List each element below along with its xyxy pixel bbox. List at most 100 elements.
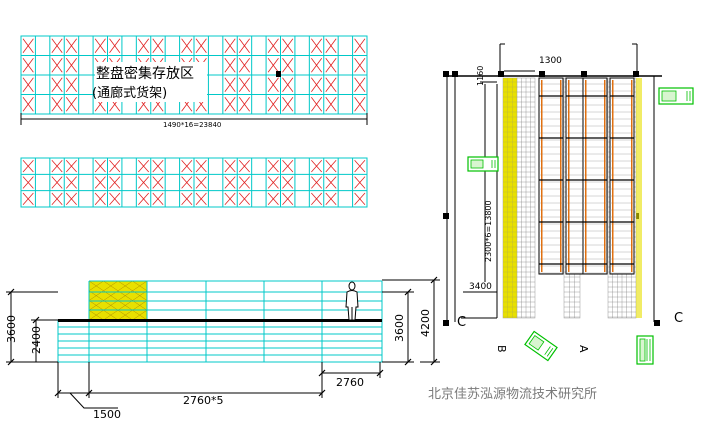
pallet-cross [238, 160, 250, 173]
pallet-cross [354, 77, 366, 93]
pallet-band [503, 78, 517, 318]
pallet-cross [354, 96, 366, 112]
elevation-height-2400: 2400 [30, 326, 43, 354]
aisle-width-1300: 1300 [539, 56, 562, 66]
pallet-stack-brace [88, 310, 104, 321]
pallet-cross [325, 96, 337, 112]
pallet-cross [267, 57, 279, 73]
pallet-cross [267, 96, 279, 112]
pallet-cross [22, 176, 34, 189]
pallet-cross [195, 160, 207, 173]
pallet-stack-brace [88, 280, 104, 291]
pallet-cross [325, 57, 337, 73]
pallet-cross [65, 57, 77, 73]
pallet-stack-brace [132, 310, 148, 321]
pallet-cross [224, 57, 236, 73]
rack-elevation-view [57, 280, 383, 363]
pallet-cross [224, 96, 236, 112]
elevation-height-3600-left: 3600 [5, 315, 18, 343]
column-marker [452, 71, 458, 77]
pallet-cross [181, 160, 193, 173]
vehicle-fork [544, 346, 551, 355]
elevation-offset-1500: 1500 [93, 408, 121, 421]
pallet-cross [354, 38, 366, 54]
pallet-stack-brace [103, 310, 119, 321]
pallet-cross [94, 38, 106, 54]
pallet-cross [238, 57, 250, 73]
pallet-cross [282, 96, 294, 112]
rack-guide-rail [560, 80, 562, 272]
pallet-cross [65, 192, 77, 205]
pallet-cross [325, 176, 337, 189]
pallet-cross [138, 38, 150, 54]
vehicle-cab [470, 159, 484, 169]
column-marker [443, 71, 449, 77]
pallet-cross [282, 77, 294, 93]
pallet-cross [311, 57, 323, 73]
pallet-stack-brace [117, 280, 133, 291]
pallet-cross [51, 192, 63, 205]
aisle-rack [609, 77, 635, 275]
pallet-cross [65, 160, 77, 173]
rack-guide-rail [631, 80, 633, 272]
column-marker [443, 213, 449, 219]
pallet-stack-brace [117, 310, 133, 321]
elevation-dimension-lines [6, 279, 440, 409]
pallet-cross [224, 192, 236, 205]
pallet-cross [238, 77, 250, 93]
upper-grid-dimension: 1490*16=23840 [163, 121, 221, 129]
pallet-cross [109, 176, 121, 189]
elevation-bay-2760: 2760 [336, 376, 364, 389]
pallet-cross [224, 77, 236, 93]
pallet-cross [65, 38, 77, 54]
pallet-cross [224, 160, 236, 173]
pallet-cross [22, 38, 34, 54]
section-mark-a: A [577, 345, 590, 353]
pallet-cross [267, 77, 279, 93]
pallet-cross [51, 57, 63, 73]
person-figure [345, 281, 359, 321]
pallet-cross [267, 38, 279, 54]
pallet-cross [311, 160, 323, 173]
pallet-cross [181, 176, 193, 189]
pallet-stack-brace [88, 300, 104, 311]
forklift-bottom-right [636, 335, 654, 365]
pallet-cross [22, 160, 34, 173]
pallet-cross [51, 38, 63, 54]
pallet-cross [267, 176, 279, 189]
elevation-span-2760x5: 2760*5 [183, 394, 224, 407]
vehicle-cab [639, 338, 646, 362]
pallet-cross [311, 176, 323, 189]
pallet-cross [152, 192, 164, 205]
pallet-cross [138, 160, 150, 173]
pallet-cross [152, 176, 164, 189]
clearance-1160: 1160 [476, 66, 485, 86]
pallet-cross [195, 192, 207, 205]
rack-guide-rail [604, 80, 606, 272]
pallet-cross [22, 96, 34, 112]
pallet-cross [354, 160, 366, 173]
pallet-cross [195, 38, 207, 54]
column-marker [633, 71, 639, 77]
pallet-cross [354, 192, 366, 205]
pallet-cross [22, 192, 34, 205]
rack-guide-rail [585, 80, 587, 272]
rack-guide-rail [541, 80, 543, 272]
pallet-cross [311, 96, 323, 112]
section-mark-c-left: C [457, 315, 466, 330]
title-backing [95, 62, 207, 102]
upper-grid-dimension-line [20, 113, 368, 125]
aisle-rack [538, 77, 564, 275]
vehicle-cab [528, 335, 545, 351]
forklift-bottom-left [524, 330, 558, 362]
pallet-cross [51, 176, 63, 189]
pallet-cross [94, 192, 106, 205]
pallet-cross [282, 57, 294, 73]
column-marker [539, 71, 545, 77]
aisle-plan-view [443, 43, 694, 365]
pallet-cross [109, 160, 121, 173]
pallet-cross [181, 38, 193, 54]
pallet-cross [195, 176, 207, 189]
pallet-cross [65, 96, 77, 112]
pallet-cross [311, 77, 323, 93]
